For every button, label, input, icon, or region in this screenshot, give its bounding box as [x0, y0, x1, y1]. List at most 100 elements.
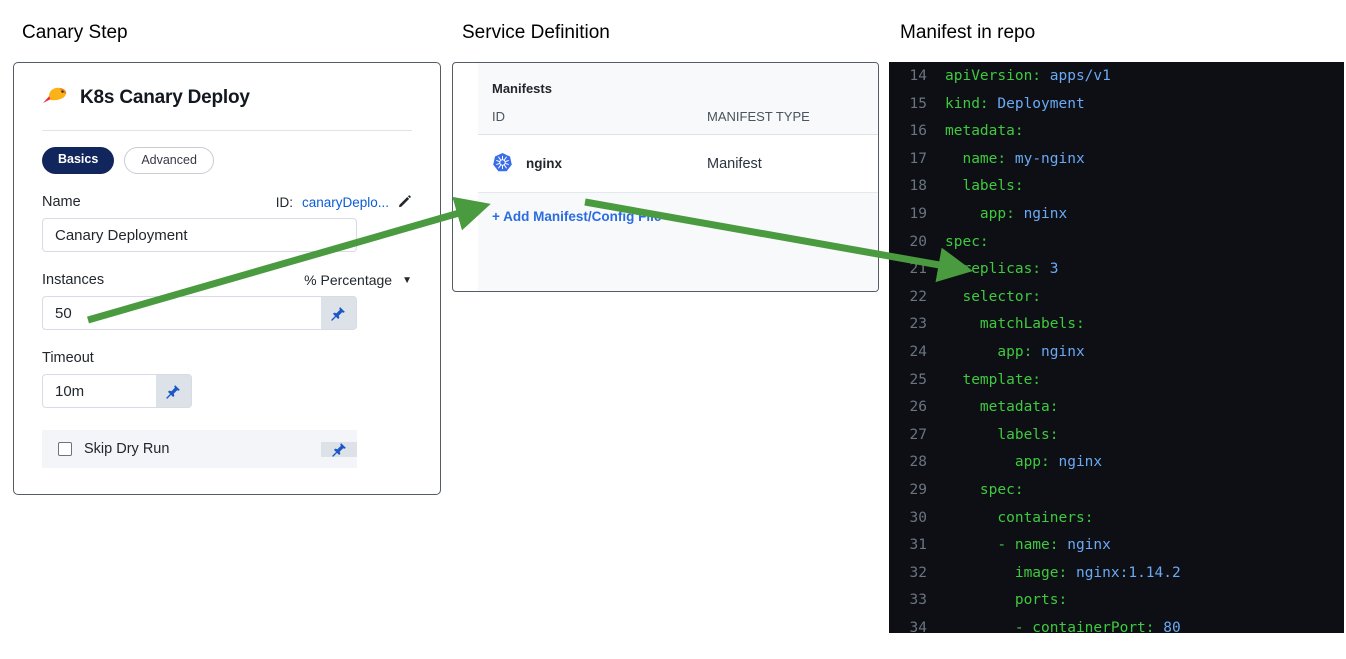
manifest-type-cell: Manifest	[707, 155, 762, 172]
code-key: template:	[962, 371, 1042, 388]
code-key: metadata:	[979, 399, 1059, 416]
code-text: app: nginx	[945, 454, 1102, 470]
pencil-icon[interactable]	[398, 195, 412, 209]
instances-input[interactable]: 50	[42, 296, 321, 330]
column-header-id: ID	[492, 109, 505, 124]
line-number: 21	[909, 261, 927, 278]
timeout-field-label-row: Timeout	[42, 348, 412, 368]
manifest-id-cell: nginx	[492, 152, 707, 176]
code-text: containers:	[945, 510, 1093, 526]
code-value: 80	[1154, 619, 1181, 633]
code-line: 17 name: my-nginx	[889, 151, 1344, 179]
code-text: matchLabels:	[945, 316, 1085, 332]
manifests-table-header: ID MANIFEST TYPE	[478, 96, 878, 135]
code-line: 29 spec:	[889, 482, 1344, 510]
instances-input-group: 50	[42, 296, 357, 330]
line-number: 15	[909, 95, 927, 112]
code-line: 23 matchLabels:	[889, 316, 1344, 344]
code-value: nginx:1.14.2	[1067, 564, 1181, 581]
table-row[interactable]: nginx Manifest	[478, 135, 878, 193]
add-manifest-config-file-link[interactable]: + Add Manifest/Config File	[492, 209, 662, 224]
caption-service-definition: Service Definition	[462, 22, 610, 43]
code-line: 30 containers:	[889, 510, 1344, 538]
spacer	[42, 252, 412, 270]
code-text: template:	[945, 372, 1041, 388]
id-value[interactable]: canaryDeplo...	[301, 194, 389, 210]
kubernetes-icon	[492, 152, 513, 176]
name-input[interactable]: Canary Deployment	[42, 218, 357, 252]
code-text: spec:	[945, 234, 989, 250]
code-key: - containerPort:	[1014, 619, 1155, 633]
canary-step-header: K8s Canary Deploy	[14, 63, 440, 110]
code-key: app:	[1014, 454, 1050, 471]
line-number: 31	[909, 537, 927, 554]
code-key: containers:	[997, 509, 1094, 526]
line-number: 33	[909, 592, 927, 609]
instances-label: Instances	[42, 272, 105, 288]
identifier-block: ID: canaryDeplo...	[276, 195, 412, 210]
code-text: apiVersion: apps/v1	[945, 68, 1111, 84]
pin-icon[interactable]	[321, 296, 357, 330]
code-text: name: my-nginx	[945, 150, 1084, 167]
line-number: 24	[909, 343, 927, 360]
code-text: kind: Deployment	[945, 96, 1085, 112]
code-value: nginx	[1058, 537, 1111, 554]
pin-icon[interactable]	[321, 441, 357, 457]
timeout-label: Timeout	[42, 350, 94, 366]
code-line: 24 app: nginx	[889, 344, 1344, 372]
tab-basics[interactable]: Basics	[42, 147, 115, 174]
service-definition-card: Manifests ID MANIFEST TYPE	[452, 62, 879, 292]
code-line: 31 - name: nginx	[889, 537, 1344, 565]
spacer	[42, 330, 412, 348]
code-value: nginx	[1014, 205, 1068, 222]
pin-icon[interactable]	[156, 374, 192, 408]
code-line: 19 app: nginx	[889, 206, 1344, 234]
line-number: 27	[909, 426, 927, 443]
code-key: matchLabels:	[979, 316, 1085, 333]
skip-dry-run-row[interactable]: Skip Dry Run	[42, 430, 357, 468]
code-key: metadata:	[945, 123, 1024, 140]
code-line: 21 replicas: 3	[889, 261, 1344, 289]
line-number: 23	[909, 316, 927, 333]
canary-step-body: Basics Advanced Name ID: canaryDeplo... …	[14, 131, 440, 468]
code-text: ports:	[945, 592, 1067, 608]
code-value: apps/v1	[1041, 68, 1111, 84]
code-key: image:	[1014, 564, 1068, 581]
line-number: 26	[909, 399, 927, 416]
code-line: 32 image: nginx:1.14.2	[889, 565, 1344, 593]
code-key: app:	[997, 343, 1033, 360]
line-number: 22	[909, 288, 927, 305]
caption-manifest-in-repo: Manifest in repo	[900, 22, 1036, 43]
chevron-down-icon: ▼	[402, 274, 412, 286]
code-key: replicas:	[962, 261, 1042, 278]
canary-bird-icon	[42, 85, 68, 110]
code-key: labels:	[962, 178, 1024, 195]
header-divider	[42, 130, 412, 131]
column-header-manifest-type: MANIFEST TYPE	[707, 109, 810, 124]
code-key: name:	[962, 150, 1007, 167]
code-text: app: nginx	[945, 343, 1084, 360]
instances-unit-select[interactable]: % Percentage ▼	[304, 272, 412, 288]
skip-dry-run-label: Skip Dry Run	[84, 441, 170, 457]
code-key: labels:	[997, 426, 1059, 443]
timeout-input[interactable]: 10m	[42, 374, 156, 408]
skip-dry-run-checkbox[interactable]	[58, 442, 72, 456]
code-value: 3	[1041, 261, 1059, 278]
code-line: 33 ports:	[889, 592, 1344, 620]
tab-advanced[interactable]: Advanced	[124, 147, 214, 174]
line-number: 30	[909, 509, 927, 526]
code-key: spec:	[979, 481, 1024, 498]
instances-unit-value: % Percentage	[304, 272, 393, 288]
code-line: 28 app: nginx	[889, 454, 1344, 482]
line-number: 19	[909, 205, 927, 222]
code-line: 18 labels:	[889, 178, 1344, 206]
code-text: - containerPort: 80	[945, 620, 1181, 633]
manifests-panel: Manifests ID MANIFEST TYPE	[478, 63, 878, 291]
canary-step-card: K8s Canary Deploy Basics Advanced Name I…	[13, 62, 441, 495]
timeout-input-group: 10m	[42, 374, 192, 408]
code-line: 34 - containerPort: 80	[889, 620, 1344, 633]
